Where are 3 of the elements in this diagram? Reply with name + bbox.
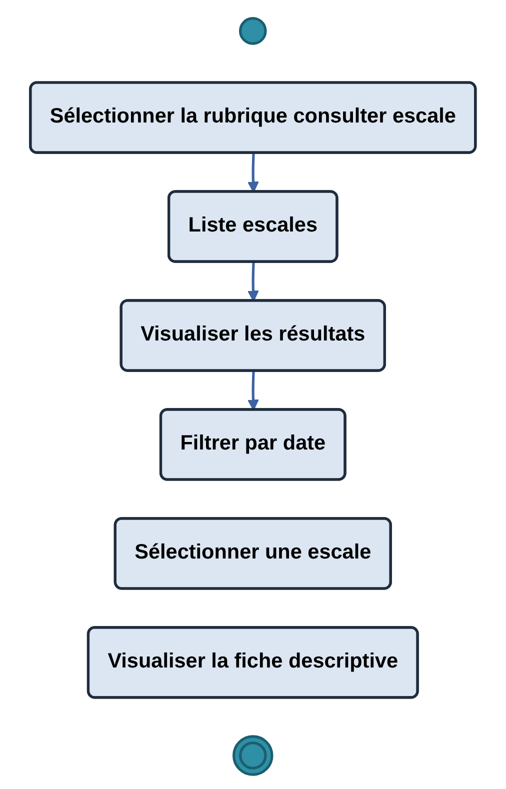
node-circle: [239, 16, 267, 44]
node-circle: [232, 734, 274, 776]
flowchart: Sélectionner la rubrique consulter escale Liste escales Visualiser les résultats Filtrer par date Sélectionner une escale Visualiser la fiche descriptive: [20, 4, 486, 784]
